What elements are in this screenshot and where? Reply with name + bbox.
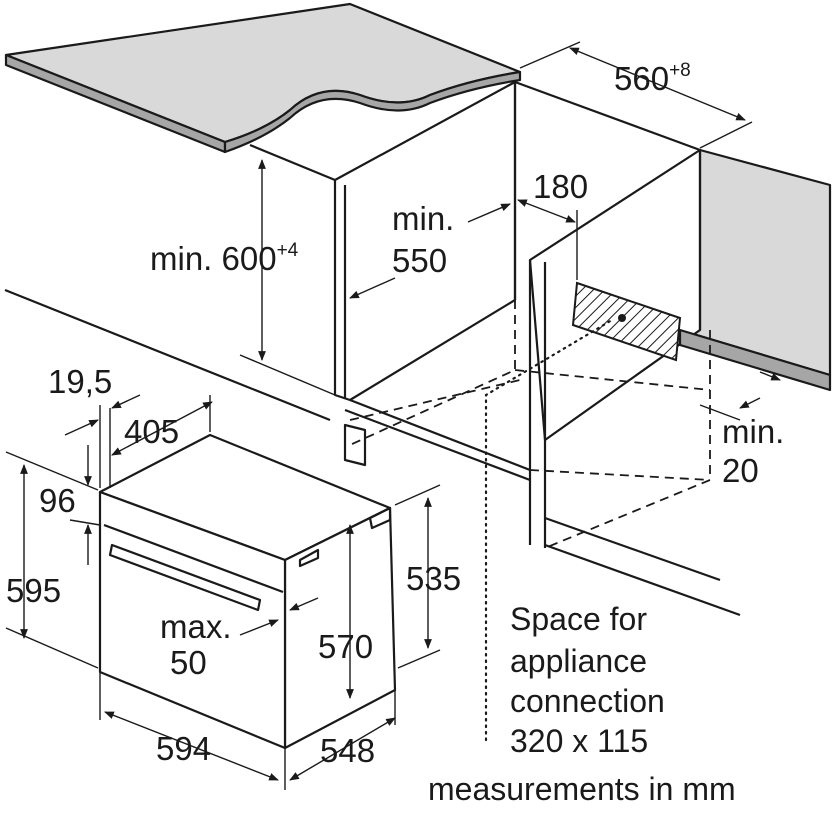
label-total-height: 595 [6, 572, 61, 609]
label-front-depth: 405 [124, 413, 179, 450]
dimension-lines [5, 41, 781, 790]
label-min-depth-2: 550 [392, 242, 447, 279]
label-projection-2: 50 [170, 644, 207, 681]
note-connection-1: Space for [510, 601, 647, 637]
label-min-depth-1: min. [392, 200, 454, 237]
niche-outline [349, 300, 711, 549]
label-panel-offset: 19,5 [48, 363, 112, 400]
connection-pointer [484, 318, 614, 742]
note-units: measurements in mm [428, 771, 736, 807]
oven-handle [108, 543, 262, 612]
note-connection-3: connection [510, 683, 665, 719]
label-socket-offset: 180 [533, 168, 588, 205]
label-niche-width: 560+8 [614, 60, 691, 97]
label-vent-2: 20 [722, 452, 759, 489]
note-connection-2: appliance [510, 643, 647, 679]
socket-area [571, 281, 682, 362]
notes: Space for appliance connection 320 x 115… [428, 601, 736, 807]
label-min-height: min. 600+4 [150, 240, 299, 277]
label-cavity-height: 535 [406, 560, 461, 597]
oven [98, 433, 397, 750]
label-top-gap: 96 [39, 482, 76, 519]
floor-lines [4, 288, 741, 617]
label-total-depth: 548 [320, 732, 375, 769]
label-vent-1: min. [722, 413, 784, 450]
label-body-height: 570 [318, 628, 373, 665]
dimension-labels: 560+8 min. 600+4 min. 550 180 min. 20 19… [6, 60, 784, 769]
note-connection-4: 320 x 115 [510, 723, 648, 759]
label-total-width: 594 [156, 730, 211, 767]
right-cabinet-wall [528, 148, 832, 548]
label-projection-1: max. [160, 608, 232, 645]
upper-cabinet [249, 80, 701, 402]
countertop [4, 2, 522, 154]
socket-point [618, 314, 626, 322]
